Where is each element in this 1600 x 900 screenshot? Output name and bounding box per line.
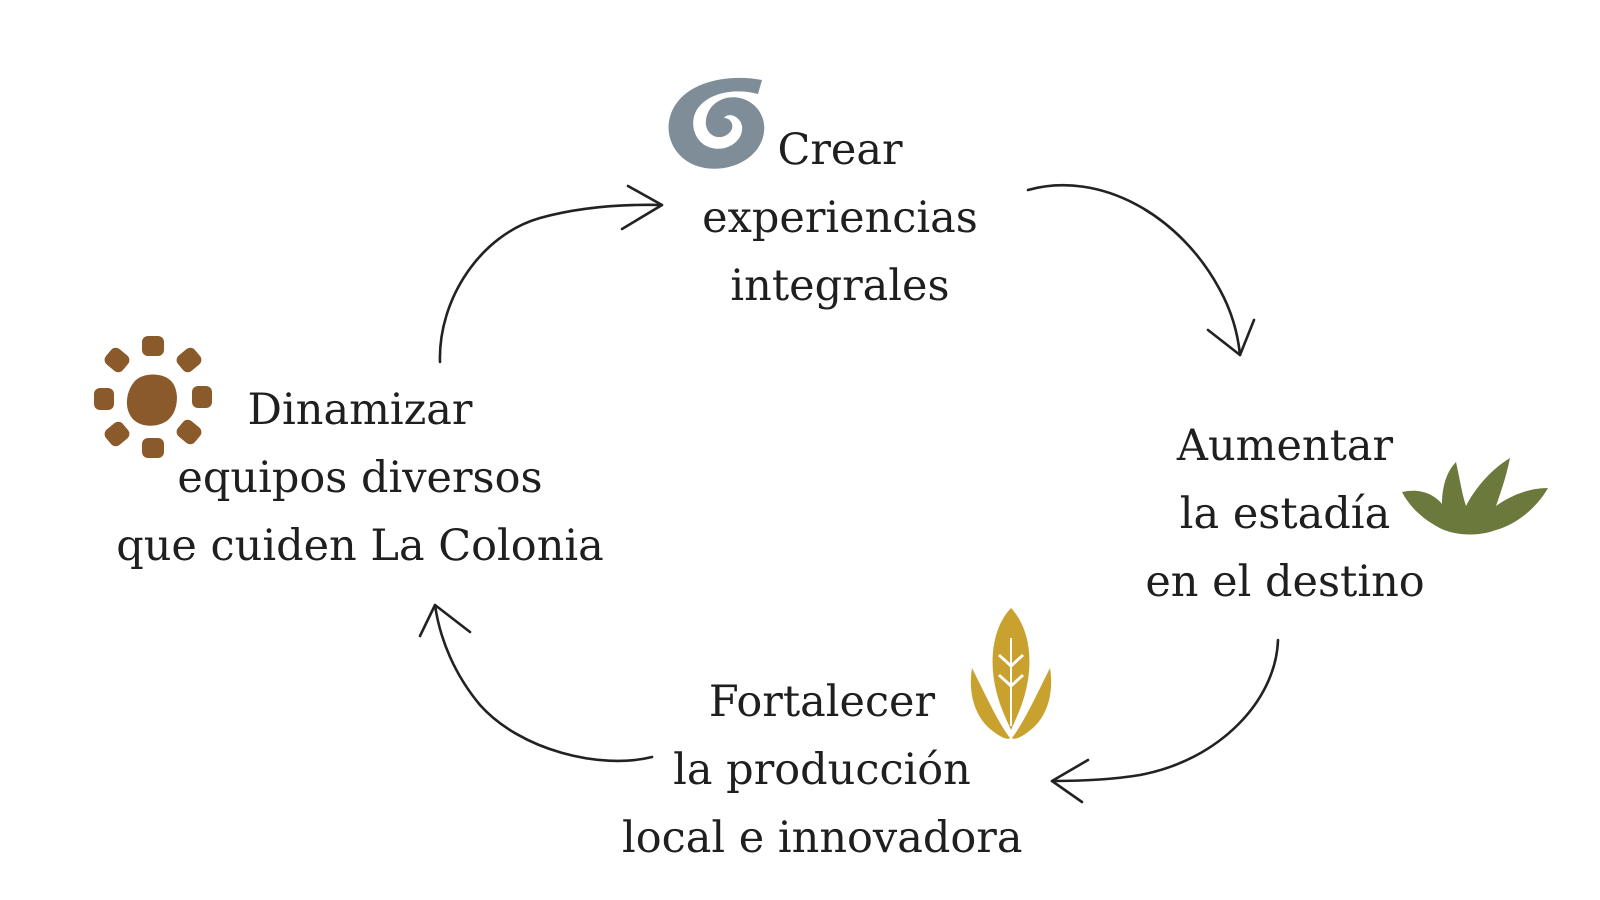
arrow-aumentar-to-fortalecer <box>1050 638 1280 783</box>
node-dinamizar-line-3: que cuiden La Colonia <box>116 521 604 571</box>
arrowhead-aumentar-to-fortalecer <box>1050 758 1090 804</box>
node-crear-line-2: experiencias <box>702 193 978 243</box>
arrow-fortalecer-to-dinamizar <box>433 603 654 763</box>
arrowhead-crear-to-aumentar <box>1206 318 1256 357</box>
node-fortalecer-line-2: la producción <box>673 745 971 795</box>
node-aumentar-line-1: Aumentar <box>1176 421 1394 471</box>
spiral-icon <box>668 77 765 169</box>
node-crear-label: Crear experiencias integrales <box>690 116 990 320</box>
node-crear-line-3: integrales <box>730 261 950 311</box>
node-crear-line-1: Crear <box>777 125 903 175</box>
node-dinamizar-line-2: equipos diversos <box>177 453 543 503</box>
node-fortalecer-line-3: local e innovadora <box>622 813 1023 863</box>
node-fortalecer-line-1: Fortalecer <box>708 677 936 727</box>
leaf-cluster-icon <box>1402 458 1548 535</box>
arrowhead-dinamizar-to-crear <box>620 184 664 231</box>
node-fortalecer-label: Fortalecer la producción local e innovad… <box>622 668 1022 872</box>
node-dinamizar-label: Dinamizar equipos diversos que cuiden La… <box>110 376 610 580</box>
sprout-icon <box>970 608 1052 739</box>
node-aumentar-line-3: en el destino <box>1145 557 1425 607</box>
arrow-dinamizar-to-crear <box>438 203 664 364</box>
node-aumentar-label: Aumentar la estadía en el destino <box>1130 412 1440 616</box>
arrowhead-fortalecer-to-dinamizar <box>418 603 472 638</box>
node-dinamizar-line-1: Dinamizar <box>247 385 473 435</box>
sun-dots-icon <box>94 336 212 458</box>
arrow-crear-to-aumentar <box>1026 184 1242 357</box>
node-aumentar-line-2: la estadía <box>1179 489 1391 539</box>
